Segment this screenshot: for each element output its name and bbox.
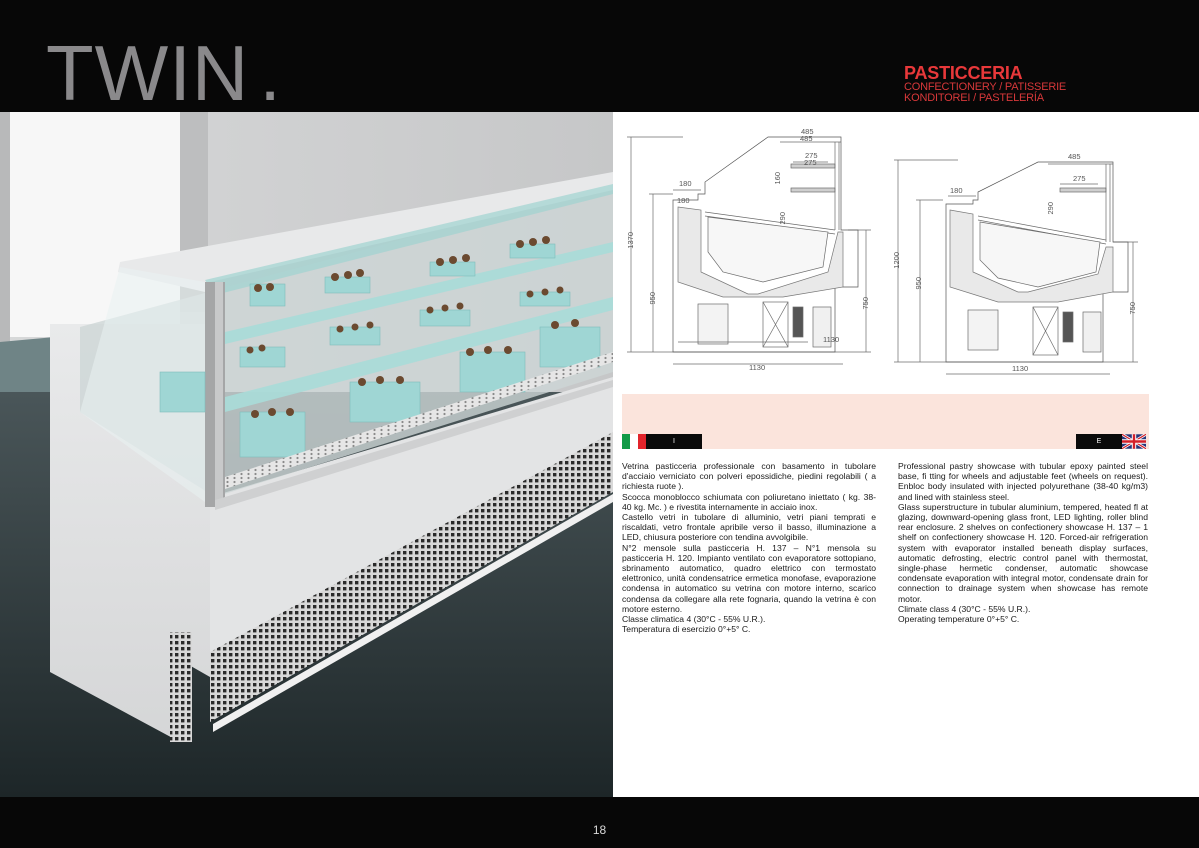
svg-text:180: 180: [679, 179, 692, 188]
dim-base-height: 750: [861, 297, 870, 310]
svg-text:485: 485: [801, 127, 814, 136]
paragraph: Professional pastry showcase with tubula…: [898, 461, 1148, 502]
dim-shelf-depth: 275: [804, 158, 817, 167]
page-header: TWIN. PASTICCERIA CONFECTIONERY / PATISS…: [0, 0, 1199, 112]
page-footer: 18: [0, 797, 1199, 848]
content-panel: 485 275 180 1130 1370 950 750 160 290: [613, 112, 1199, 797]
category-title: PASTICCERIA: [904, 63, 1023, 83]
language-bar-english: E: [1076, 434, 1146, 449]
language-label-english: E: [1076, 434, 1122, 449]
category-subtitle-1: CONFECTIONERY / PATISSERIE: [904, 81, 1067, 93]
product-photo: [0, 112, 613, 797]
paragraph: Climate class 4 (30°C - 55% U.R.).: [898, 603, 1031, 614]
cross-section-diagram: 485 275 180 1130: [627, 127, 871, 365]
dim-front-ledge: 180: [950, 186, 963, 195]
svg-text:275: 275: [805, 151, 818, 160]
product-title: TWIN.: [46, 34, 282, 112]
language-bar-italian: I: [622, 434, 702, 449]
technical-drawing-h137: 485 275 180 1130 1370 950 750 160 290: [623, 112, 878, 377]
italy-flag-icon: [622, 434, 646, 449]
paragraph: Classe climatica 4 (30°C - 55% U.R.).: [622, 614, 766, 625]
dim-total-height: 1200: [892, 252, 901, 269]
dim-width: 1130: [749, 363, 766, 372]
dim-top-depth: 485: [1068, 152, 1081, 161]
description-italian: Vetrina pasticceria professionale con ba…: [622, 461, 876, 634]
dim-display-height: 290: [778, 212, 787, 225]
dim-shelf-depth: 275: [1073, 174, 1086, 183]
showcase-illustration: [0, 112, 613, 797]
title-dot: .: [259, 29, 282, 117]
svg-text:1130: 1130: [823, 335, 839, 344]
dim-front-ledge: 180: [677, 196, 690, 205]
dim-shelf-gap: 160: [773, 172, 782, 185]
dim-top-depth: 485: [800, 134, 813, 143]
page-number: 18: [592, 823, 607, 837]
cross-section-diagram: [894, 159, 1138, 375]
dim-base-height: 750: [1128, 302, 1137, 315]
technical-drawing-h120: 485 275 180 1130 1200 950 750 290: [888, 152, 1148, 377]
paragraph: Castello vetri in tubolare di alluminio,…: [622, 512, 876, 543]
description-english: Professional pastry showcase with tubula…: [898, 461, 1148, 624]
paragraph: Temperatura di esercizio 0°+5° C.: [622, 624, 751, 635]
dim-counter-height: 950: [648, 292, 657, 305]
paragraph: Glass superstructure in tubular aluminiu…: [898, 501, 1148, 604]
category-subtitle-2: KONDITOREI / PASTELERÍA: [904, 92, 1044, 104]
paragraph: Scocca monoblocco schiumata con poliuret…: [622, 491, 876, 512]
dim-width: 1130: [1012, 364, 1029, 373]
paragraph: Operating temperature 0°+5° C.: [898, 614, 1020, 625]
dim-total-height: 1370: [626, 232, 635, 249]
uk-flag-icon: [1122, 434, 1146, 449]
paragraph: Vetrina pasticceria professionale con ba…: [622, 461, 876, 492]
paragraph: N°2 mensole sulla pasticceria H. 137 – N…: [622, 542, 876, 614]
language-label-italian: I: [646, 434, 702, 449]
dim-display-height: 290: [1046, 202, 1055, 215]
highlight-band: [622, 394, 1149, 449]
category-block: PASTICCERIA CONFECTIONERY / PATISSERIE K…: [904, 64, 1066, 104]
product-name: TWIN: [46, 29, 250, 117]
dim-counter-height: 950: [914, 277, 923, 290]
